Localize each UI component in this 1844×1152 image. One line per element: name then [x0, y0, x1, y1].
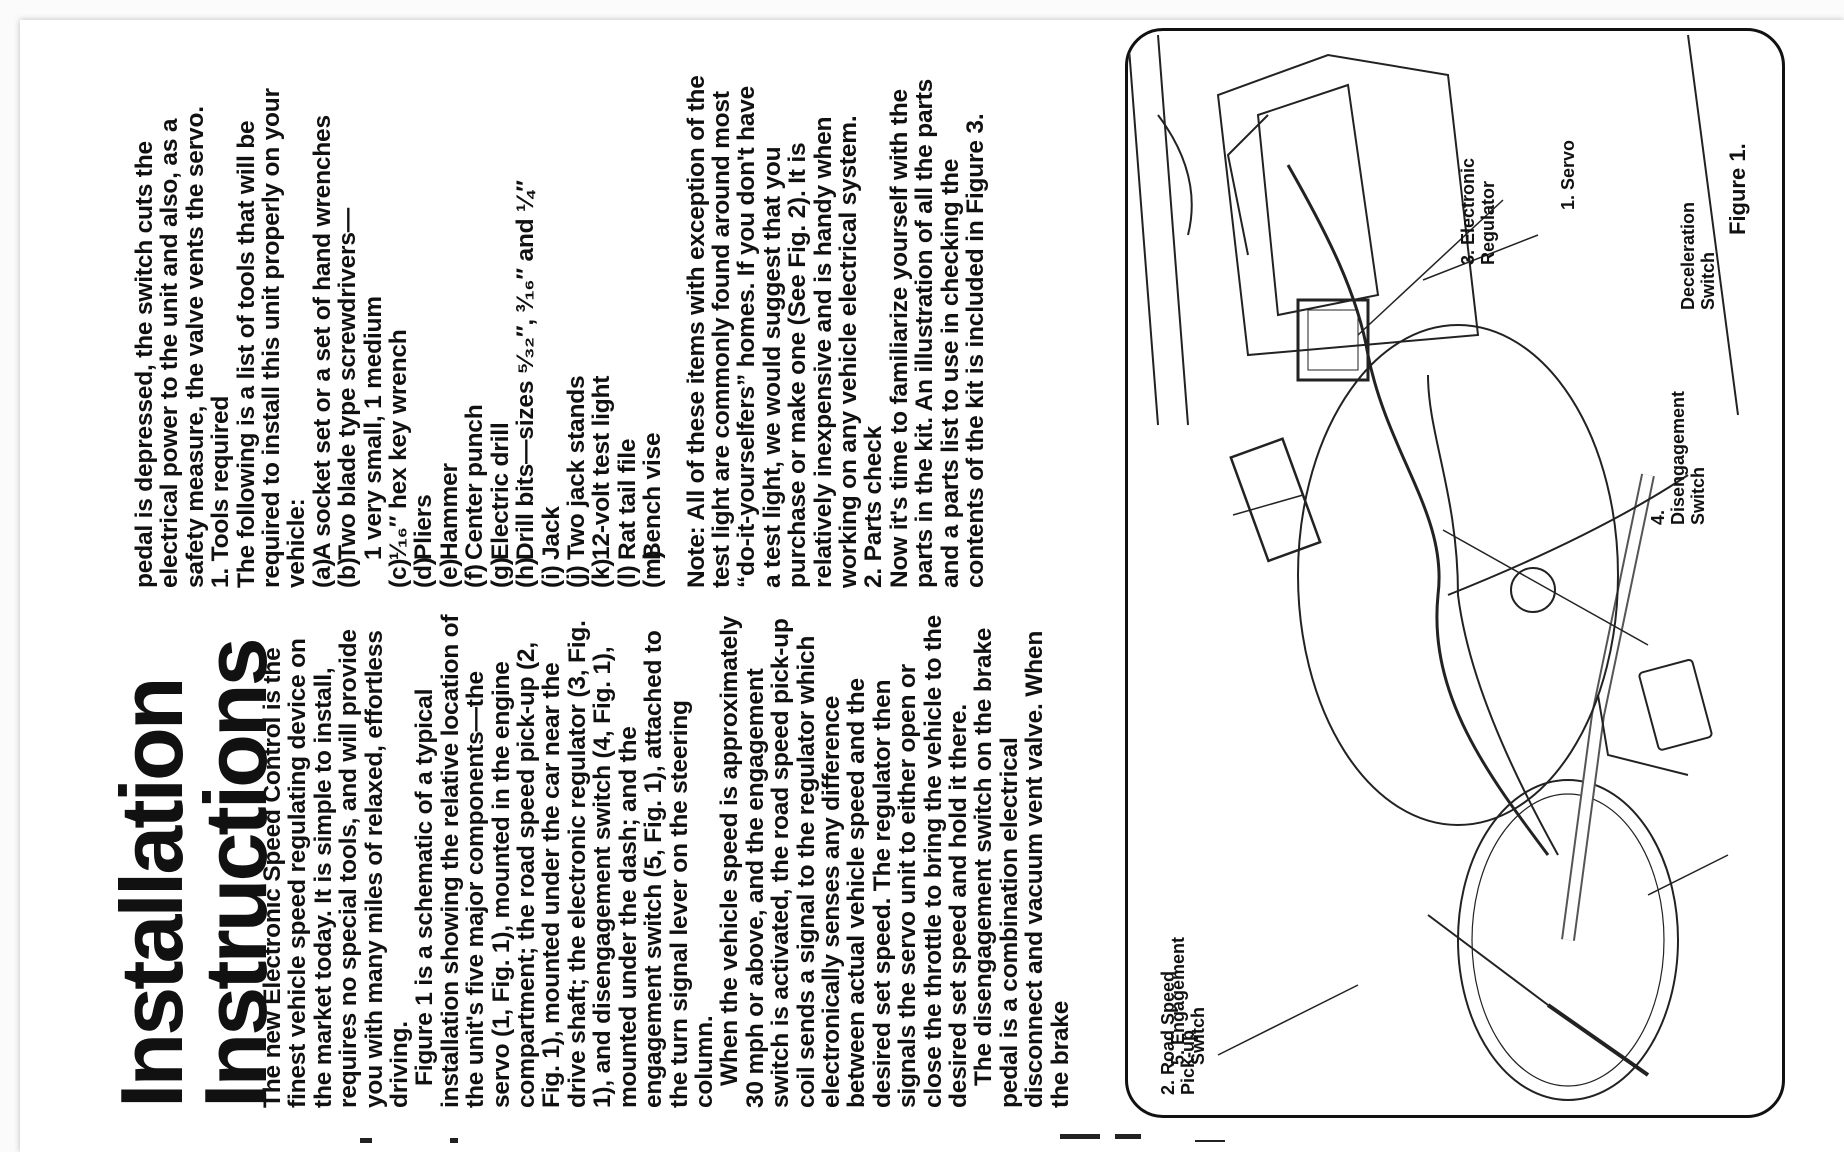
tool-text: Bench vise	[639, 432, 667, 560]
tool-text: Drill bits—sizes ⁵⁄₃₂″, ³⁄₁₆″ and ¼″	[512, 180, 540, 560]
callout-servo: 1. Servo	[1558, 139, 1578, 210]
title-line-1: Installation	[102, 679, 201, 1109]
tool-key: (l)	[613, 565, 641, 588]
tool-item: (i) Jack	[537, 68, 565, 588]
tool-key: (h)	[512, 557, 540, 588]
tool-item: (f) Center punch	[461, 68, 489, 589]
road-speed-pickup	[1546, 1003, 1650, 1077]
tool-item: (d)Pliers	[410, 68, 438, 588]
tool-text: Center punch	[461, 404, 489, 561]
steering-wheel	[1457, 779, 1679, 1101]
scan-mark	[1115, 1134, 1141, 1139]
tool-text: Pliers	[410, 494, 438, 560]
tool-key: (i)	[537, 565, 565, 588]
tool-item: (a)A socket set or a set of hand wrenche…	[308, 68, 336, 588]
engine-block	[1216, 53, 1480, 357]
tool-key: (d)	[410, 557, 438, 588]
wire-harness	[1286, 164, 1550, 856]
tool-key: (b)	[334, 557, 362, 588]
scan-mark	[1060, 1134, 1100, 1139]
continuation-paragraph: pedal is depressed, the switch cuts the …	[131, 106, 209, 588]
tool-item: (c)¹⁄₁₆″ hex key wrench	[385, 68, 413, 588]
title-block: Installation Instructions	[102, 640, 285, 1109]
disengagement-switch	[1510, 567, 1556, 613]
scan-mark	[1195, 1140, 1225, 1142]
scan-mark	[360, 1138, 372, 1143]
tool-text: Rat tail file	[613, 438, 641, 560]
tool-item: (e)Hammer	[435, 68, 463, 588]
tool-item: (j) Two jack stands	[562, 68, 590, 588]
tools-list: (a)A socket set or a set of hand wrenche…	[308, 68, 667, 589]
intro-paragraph-3: When the vehicle speed is approximately …	[716, 614, 972, 1108]
installation-schematic	[1128, 34, 1739, 1101]
tool-text: A socket set or a set of hand wrenches	[308, 115, 336, 560]
tool-item: (k)12-volt test light	[588, 68, 616, 588]
regulator-box	[1229, 437, 1322, 563]
figure-caption: Figure 1.	[1725, 143, 1750, 235]
tool-key: (m)	[639, 550, 667, 588]
tool-item: 1 very small, 1 medium	[359, 68, 387, 588]
tool-key	[361, 560, 386, 588]
tool-key: (f)	[461, 564, 489, 588]
intro-column: The new Electronic Speed Control is the …	[259, 608, 1074, 1108]
figure-1: 1. Servo 2. Road Speed Pick-up 3. Electr…	[1125, 28, 1785, 1118]
tool-text: Hammer	[435, 463, 463, 560]
callout-regulator: 3. Electronic Regulator	[1458, 157, 1498, 265]
tool-text: 12-volt test light	[588, 375, 616, 560]
parts-heading: 2. Parts check	[860, 425, 888, 588]
tool-text: Jack	[537, 506, 565, 560]
callout-deceleration: Deceleration Switch	[1678, 201, 1718, 310]
tool-item: (b)Two blade type screwdrivers—	[334, 68, 362, 588]
rotated-content: Installation Instructions The new Electr…	[80, 28, 1800, 1118]
note-label: Note:	[682, 526, 710, 588]
parts-text: Now it's time to familiarize yourself wi…	[885, 78, 989, 588]
tool-item: (h)Drill bits—sizes ⁵⁄₃₂″, ³⁄₁₆″ and ¼″	[512, 68, 540, 588]
tool-text: Two blade type screwdrivers—	[334, 207, 362, 560]
tool-key: (a)	[308, 558, 336, 588]
tool-item: (g)Electric drill	[486, 68, 514, 588]
tool-key: (c)	[385, 558, 413, 588]
tool-text: Two jack stands	[562, 375, 590, 560]
intro-paragraph-4: The disengagement switch on the brake pe…	[970, 627, 1074, 1108]
tool-key: (j)	[562, 565, 590, 588]
tool-text: Electric drill	[486, 422, 514, 560]
intro-paragraph-1: The new Electronic Speed Control is the …	[259, 629, 414, 1108]
tool-text: ¹⁄₁₆″ hex key wrench	[385, 329, 413, 560]
document-page: 3. Installation Instructions The new Ele…	[20, 20, 1844, 1152]
dashboard-outline	[1297, 324, 1619, 826]
tool-key: (g)	[486, 557, 514, 588]
scan-mark	[450, 1138, 458, 1143]
tool-item: (l) Rat tail file	[613, 68, 641, 588]
note-text: All of these items with exception of the…	[682, 75, 862, 588]
note-paragraph: Note: All of these items with exception …	[682, 68, 862, 588]
callout-disengagement: 4. Disengagement Switch	[1648, 390, 1708, 525]
tools-intro: The following is a list of tools that wi…	[232, 88, 311, 588]
servo-unit	[1296, 298, 1370, 382]
callout-engagement: 5. Engagement Switch	[1168, 936, 1208, 1065]
tool-item: (m)Bench vise	[639, 68, 667, 588]
intro-paragraph-2: Figure 1 is a schematic of a typical ins…	[411, 614, 718, 1108]
tool-text: 1 very small, 1 medium	[359, 296, 387, 560]
second-column: pedal is depressed, the switch cuts the …	[131, 68, 989, 589]
tools-heading: 1. Tools required	[207, 395, 235, 588]
tool-key: (k)	[588, 558, 616, 588]
tool-key: (e)	[435, 558, 463, 588]
